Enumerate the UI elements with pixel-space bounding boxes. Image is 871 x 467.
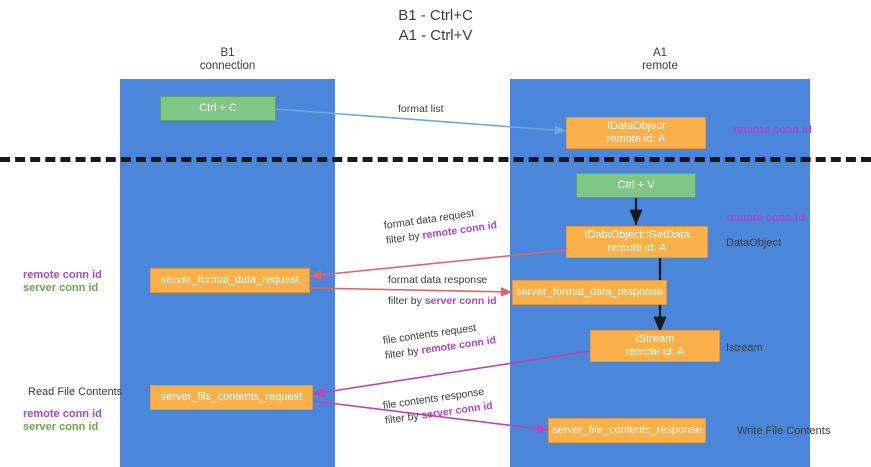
- label-right-istream: Istream: [726, 342, 763, 354]
- box-server-format-data-request[interactable]: server_format_data_request: [150, 268, 310, 293]
- divider-dashed-line: [0, 157, 871, 162]
- arrow-label-format-data-response-line2: filter by server conn id: [388, 294, 497, 309]
- box-ctrl-v[interactable]: Ctrl + V: [576, 173, 696, 198]
- arrow-label-format-data-request: format data request filter by remote con…: [383, 203, 498, 248]
- label-right-remote-conn-id-mid: remote conn id: [726, 212, 805, 224]
- arrow-label-format-data-response: format data response filter by server co…: [388, 273, 497, 309]
- label-left-server-conn-id-mid: server conn id: [23, 282, 99, 294]
- box-ctrl-c[interactable]: Ctrl + C: [160, 96, 276, 121]
- arrow-label-file-contents-request: file contents request filter by remote c…: [382, 318, 497, 363]
- filter-prefix: filter by: [384, 344, 423, 362]
- column-header-b1: B1 connection: [199, 47, 256, 72]
- column-header-a1: A1 remote: [642, 47, 678, 72]
- box-idataobject[interactable]: IDataObject remote id: A: [566, 117, 706, 149]
- label-left-remote-conn-id-mid: remote conn id: [23, 269, 102, 281]
- label-right-write-file-contents: Write File Contents: [737, 425, 831, 437]
- box-server-format-data-response[interactable]: server_format_data_response: [512, 280, 667, 305]
- page-title: B1 - Ctrl+C A1 - Ctrl+V: [398, 7, 473, 44]
- filter-prefix: filter by: [384, 409, 423, 427]
- filter-key-server-conn-id: server conn id: [424, 295, 497, 307]
- arrow-label-format-list: format list: [398, 103, 444, 115]
- arrow-label-file-contents-response: file contents response filter by server …: [382, 384, 494, 429]
- box-idataobject-getdata[interactable]: IDataObject::GetData remote id: A: [566, 226, 708, 258]
- filter-prefix: filter by: [385, 229, 424, 247]
- box-server-file-contents-request[interactable]: server_file_contents_request: [150, 385, 313, 410]
- label-left-remote-conn-id-bottom: remote conn id: [23, 408, 102, 420]
- box-istream[interactable]: IStream remote id: A: [590, 330, 720, 362]
- label-right-remote-conn-id-top: remote conn id: [733, 124, 812, 136]
- label-right-dataobject: DataObject: [726, 237, 782, 249]
- arrow-label-format-data-response-line1: format data response: [388, 274, 488, 286]
- label-left-server-conn-id-bottom: server conn id: [23, 421, 99, 433]
- label-left-read-file-contents: Read File Contents: [28, 386, 123, 398]
- filter-prefix: filter by: [388, 295, 425, 307]
- box-server-file-contents-response[interactable]: server_file_contents_response: [548, 418, 706, 443]
